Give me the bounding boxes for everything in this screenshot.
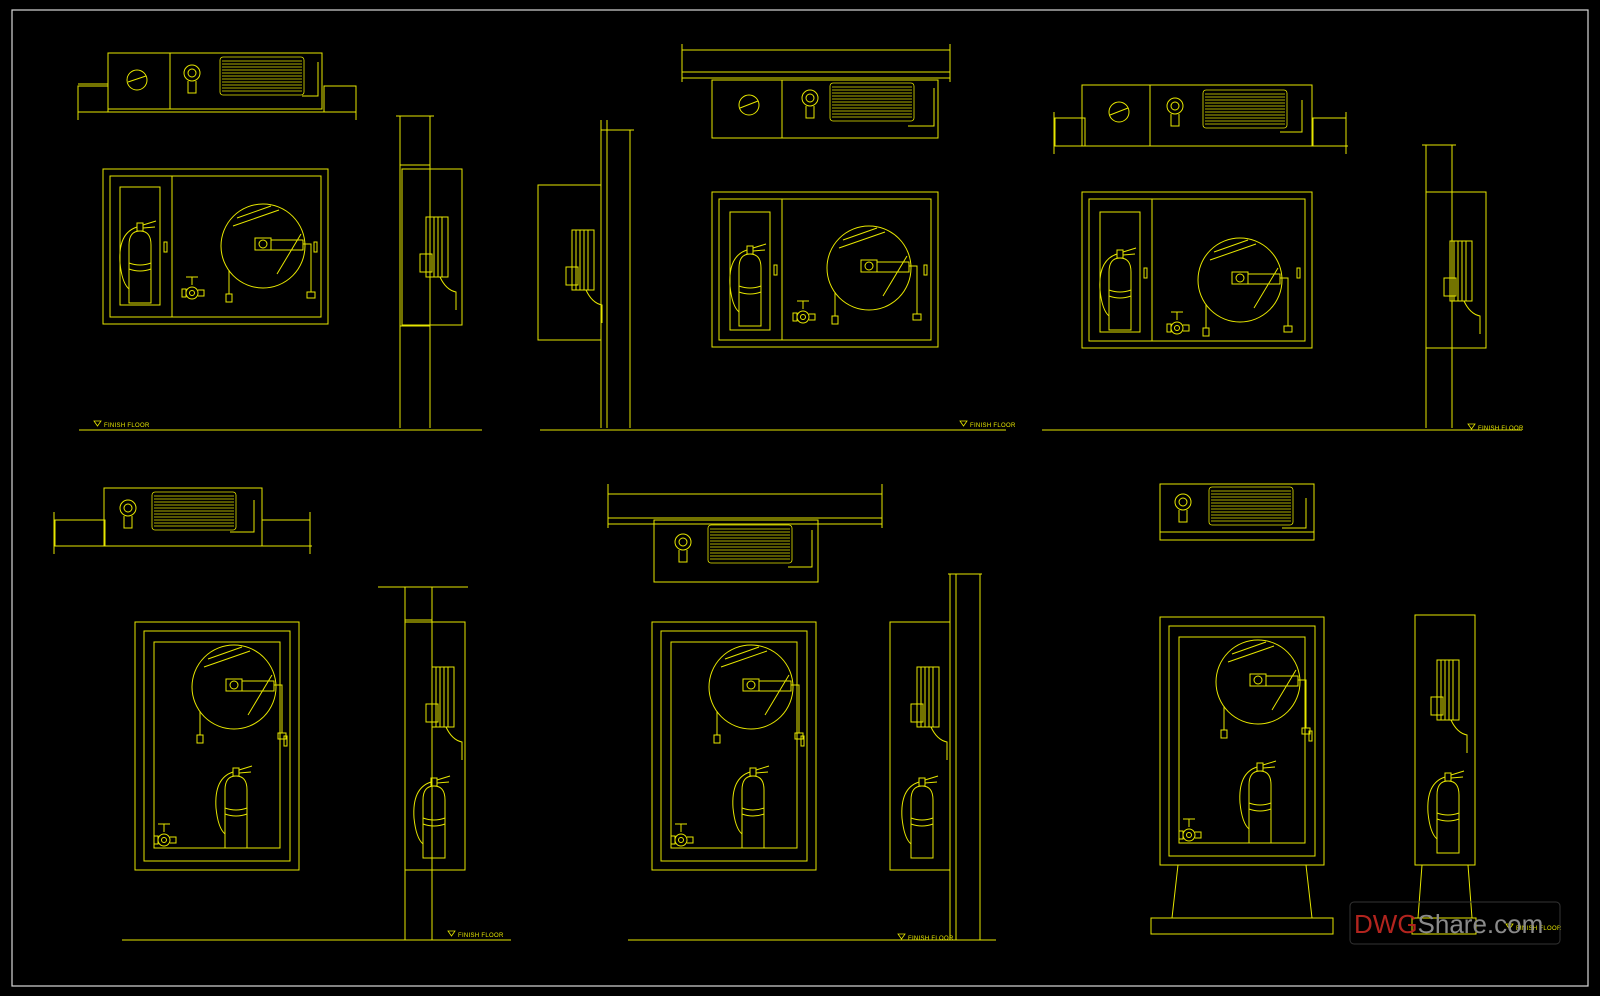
plan-view-5: [607, 484, 883, 583]
plan-view-4: [53, 487, 312, 554]
svg-text:FINISH FLOOR: FINISH FLOOR: [104, 423, 150, 429]
front-elevation-4: [134, 621, 300, 871]
side-elevation-1: [396, 115, 463, 428]
finish-floor-label-4: FINISH FLOOR: [447, 930, 504, 939]
svg-text:FINISH FLOOR: FINISH FLOOR: [1516, 926, 1562, 932]
svg-text:FINISH FLOOR: FINISH FLOOR: [1478, 426, 1524, 432]
side-elevation-6: [1411, 614, 1477, 935]
svg-text:FINISH FLOOR: FINISH FLOOR: [970, 423, 1016, 429]
watermark-logo: DWGShare.com: [1349, 901, 1561, 945]
plan-view-6: [1159, 483, 1315, 541]
svg-text:FINISH FLOOR: FINISH FLOOR: [458, 933, 504, 939]
front-elevation-5: [651, 621, 817, 871]
side-elevation-4: [378, 586, 468, 940]
side-elevation-5: [889, 573, 982, 940]
sheet-frame: [11, 9, 1589, 987]
front-elevation-6: [1150, 616, 1334, 935]
side-elevation-2: [537, 120, 634, 428]
finish-floor-label-2: FINISH FLOOR: [959, 420, 1016, 429]
front-elevation-3: [1081, 191, 1313, 349]
front-elevation-1: [102, 168, 329, 325]
finish-floor-label-3: FINISH FLOOR: [1467, 423, 1524, 432]
side-elevation-3: [1422, 144, 1487, 428]
front-elevation-2: [711, 191, 939, 348]
plan-view-1: [77, 52, 357, 120]
svg-text:DWGShare.com: DWGShare.com: [1354, 909, 1543, 939]
finish-floor-label-5: FINISH FLOOR: [897, 933, 954, 942]
svg-text:FINISH FLOOR: FINISH FLOOR: [908, 936, 954, 942]
finish-floor-label-6: FINISH FLOOR: [1505, 923, 1562, 932]
plan-view-3: [1053, 84, 1348, 154]
plan-view-2: [681, 44, 951, 139]
finish-floor-label-1: FINISH FLOOR: [93, 420, 150, 429]
